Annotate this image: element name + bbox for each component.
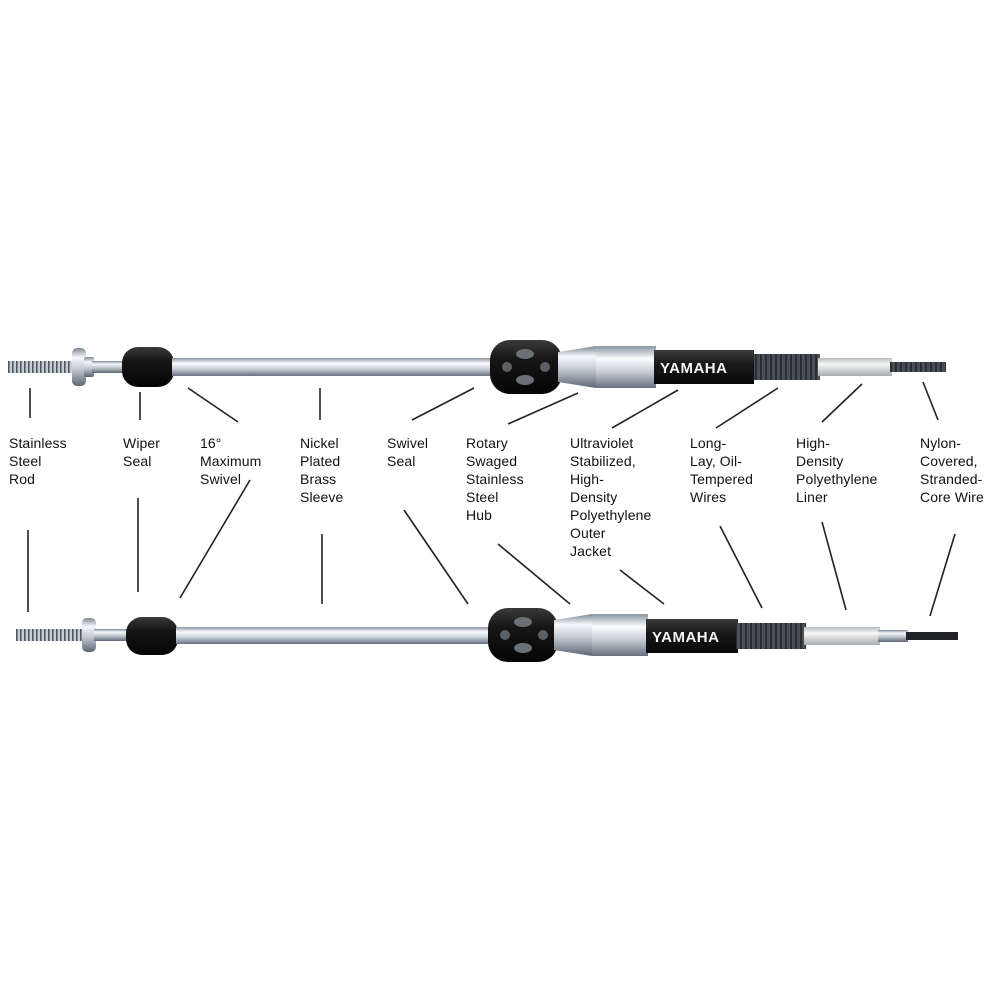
- label-outer-jacket: Ultraviolet Stabilized, High- Density Po…: [570, 435, 652, 559]
- outer-jacket-band: [654, 350, 754, 384]
- label-swivel-seal: Swivel Seal: [387, 435, 429, 469]
- leader-line: [619, 569, 665, 605]
- leader-line: [507, 392, 579, 425]
- leader-line: [719, 525, 763, 609]
- leader-line: [611, 389, 679, 429]
- wiper-seal-boot: [126, 617, 178, 655]
- stranded-core-wire: [890, 362, 946, 372]
- stainless-steel-hub: [592, 614, 648, 656]
- label-nickel-plated-brass-sleeve: Nickel Plated Brass Sleeve: [300, 435, 344, 505]
- label-oil-tempered-wires: Long- Lay, Oil- Tempered Wires: [690, 435, 754, 505]
- stranded-core-wire: [906, 632, 958, 640]
- label-maximum-swivel: 16° Maximum Swivel: [200, 435, 262, 487]
- threaded-rod-end: [8, 361, 78, 373]
- swivel-seal-boot: [490, 340, 562, 394]
- leader-line: [821, 383, 863, 423]
- threaded-rod-end: [16, 629, 88, 641]
- stainless-steel-rod-shaft: [92, 361, 128, 373]
- wiper-seal-boot: [122, 347, 174, 387]
- leader-line: [497, 543, 571, 605]
- leader-line: [821, 521, 847, 611]
- rod-collar-nut: [84, 357, 94, 377]
- outer-jacket-tail: [754, 354, 820, 380]
- label-stainless-steel-rod: Stainless Steel Rod: [9, 435, 67, 487]
- brand-logo: YAMAHA: [660, 360, 727, 377]
- outer-jacket-tail: [736, 623, 806, 649]
- label-polyethylene-liner: High- Density Polyethylene Liner: [796, 435, 878, 505]
- stainless-steel-hub: [596, 346, 656, 388]
- leader-line: [922, 381, 939, 421]
- rod-collar: [72, 348, 86, 386]
- label-wiper-seal: Wiper Seal: [123, 435, 161, 469]
- leader-line: [187, 387, 239, 423]
- polyethylene-liner: [818, 358, 892, 376]
- leader-line: [411, 387, 475, 421]
- top-cable: YAMAHA: [8, 340, 946, 394]
- leader-line: [179, 479, 251, 599]
- outer-jacket-band: [646, 619, 738, 653]
- label-stranded-core-wire: Nylon- Covered, Stranded- Core Wire: [920, 435, 984, 505]
- leader-lines: [27, 381, 956, 617]
- leader-line: [403, 509, 469, 605]
- hub-taper: [554, 614, 592, 656]
- hub-taper: [558, 346, 596, 388]
- brand-logo: YAMAHA: [652, 629, 719, 646]
- leader-line: [715, 387, 779, 429]
- brass-sleeve-tube: [172, 358, 502, 376]
- leader-line: [929, 533, 956, 617]
- swivel-seal-boot: [488, 608, 558, 662]
- brass-sleeve-tube: [176, 627, 500, 644]
- bottom-cable: YAMAHA: [16, 608, 958, 662]
- liner-end-cap: [878, 630, 908, 642]
- label-rotary-swaged-hub: Rotary Swaged Stainless Steel Hub: [466, 435, 524, 523]
- stainless-steel-rod-shaft: [94, 629, 130, 641]
- polyethylene-liner: [804, 627, 880, 645]
- rod-collar: [82, 618, 96, 652]
